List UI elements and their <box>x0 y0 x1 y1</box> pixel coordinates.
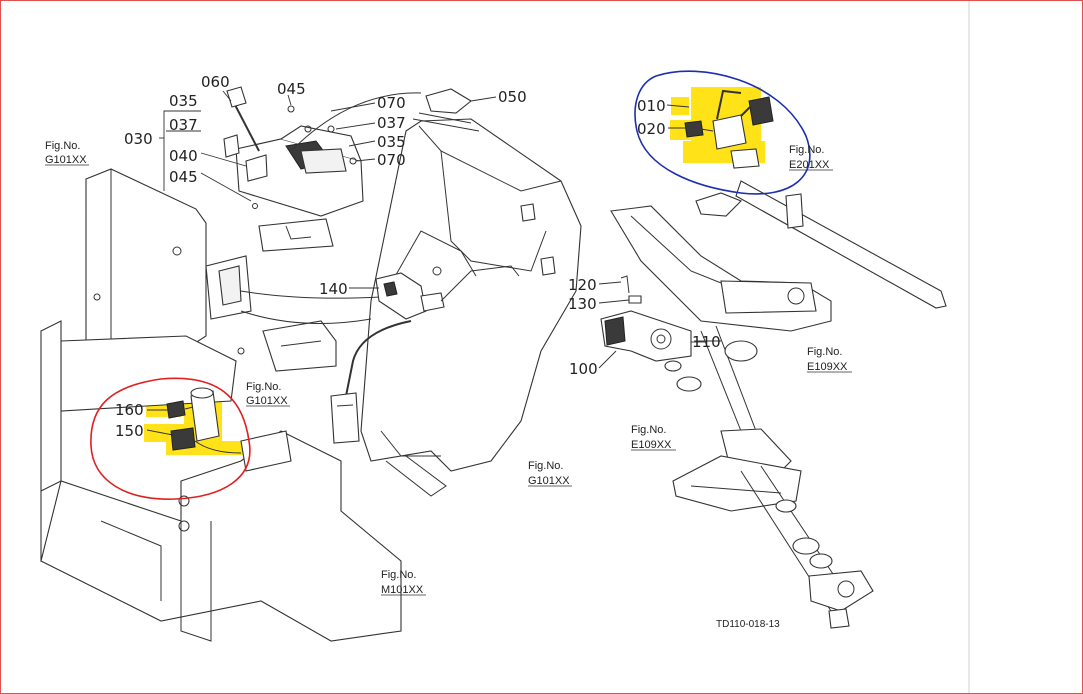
fig-ref-e201-title: Fig.No. <box>789 144 824 156</box>
left-panel-housing <box>40 168 402 642</box>
label-045-top: 045 <box>277 80 306 98</box>
label-120: 120 <box>568 276 597 294</box>
fig-ref-g101-top-code: G101XX <box>45 154 87 166</box>
leader-lines <box>146 90 705 436</box>
fig-ref-g101-mid-title: Fig.No. <box>246 381 281 393</box>
drawing-code: TD110-018-13 <box>716 619 780 630</box>
switch-010-020 <box>684 89 774 169</box>
combination-switch-assembly <box>223 86 364 252</box>
fig-ref-m101-title: Fig.No. <box>381 569 416 581</box>
label-160: 160 <box>115 401 144 419</box>
label-020: 020 <box>637 120 666 138</box>
label-060: 060 <box>201 73 230 91</box>
label-010: 010 <box>637 97 666 115</box>
red-circle-annotation <box>90 377 251 500</box>
fig-ref-g101-mid-code: G101XX <box>246 395 288 407</box>
fig-ref-g101-top-title: Fig.No. <box>45 140 80 152</box>
fig-ref-m101-code: M101XX <box>381 584 424 596</box>
dash-cover <box>360 88 582 497</box>
label-045-bottom: 045 <box>169 168 198 186</box>
fig-ref-e201-code: E201XX <box>789 159 830 171</box>
fig-ref-e109-right-code: E109XX <box>807 361 848 373</box>
fig-ref-e109-left-code: E109XX <box>631 439 672 451</box>
fig-ref-g101-bottom-code: G101XX <box>528 475 570 487</box>
blue-circle-annotation <box>634 70 811 195</box>
label-030: 030 <box>124 130 153 148</box>
label-037-left: 037 <box>169 116 198 134</box>
fig-ref-g101-bottom-title: Fig.No. <box>528 460 563 472</box>
label-050: 050 <box>498 88 527 106</box>
label-035-left: 035 <box>169 92 198 110</box>
label-110: 110 <box>692 333 721 351</box>
label-070-top: 070 <box>377 94 406 112</box>
label-070-bottom: 070 <box>377 151 406 169</box>
part-number-labels: 060 045 035 037 030 040 045 070 037 035 … <box>115 73 721 440</box>
fig-ref-e109-left-title: Fig.No. <box>631 424 666 436</box>
label-130: 130 <box>568 295 597 313</box>
label-037-right: 037 <box>377 114 406 132</box>
switch-140 <box>330 265 520 444</box>
switch-150-160 <box>166 387 242 454</box>
label-040: 040 <box>169 147 198 165</box>
fig-ref-e109-right-title: Fig.No. <box>807 346 842 358</box>
label-140: 140 <box>319 280 348 298</box>
label-035-right: 035 <box>377 133 406 151</box>
pedal-shaft-assembly <box>610 180 947 629</box>
sensor-100 <box>600 275 721 362</box>
label-100: 100 <box>569 360 598 378</box>
figure-references: Fig.No. G101XX Fig.No. G101XX Fig.No. G1… <box>45 140 852 596</box>
label-150: 150 <box>115 422 144 440</box>
